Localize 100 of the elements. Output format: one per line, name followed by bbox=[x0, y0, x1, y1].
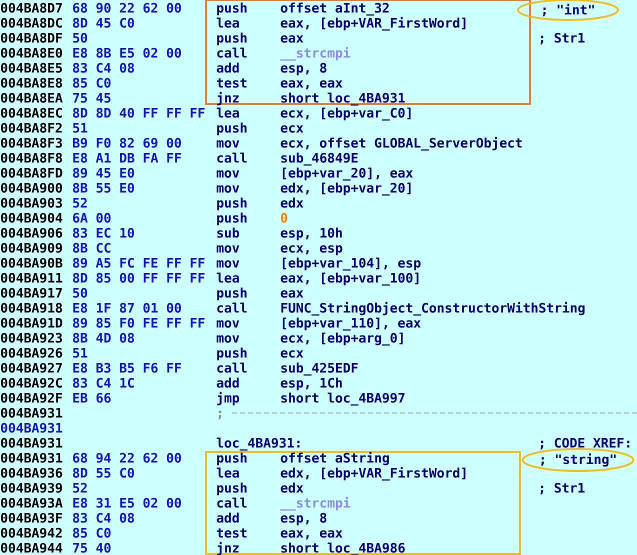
operand-text: eax, [ebp+VAR_FirstWord] bbox=[280, 16, 466, 31]
mnemonic-text: mov bbox=[216, 260, 240, 268]
operand-text: edx bbox=[280, 482, 304, 493]
mnemonic-text: jnz bbox=[217, 542, 239, 555]
operand-text: esp, 10h bbox=[280, 228, 342, 240]
mnemonic-text: mov bbox=[216, 170, 240, 178]
mnemonic-text: call bbox=[217, 362, 247, 373]
opcode-bytes: 75 40 bbox=[73, 542, 111, 553]
operand-text: [ebp+var_110], eax bbox=[282, 318, 421, 331]
address-text: 004BA93A bbox=[0, 498, 63, 508]
mnemonic-text: jmp bbox=[217, 392, 240, 406]
opcode-bytes: 89 45 E0 bbox=[73, 168, 134, 178]
address-text: 004BA8FD bbox=[0, 168, 62, 178]
mnemonic-text: push bbox=[217, 452, 246, 466]
opcode-bytes: E8 A1 DB FA FF bbox=[73, 152, 181, 163]
address-text: 004BA8D7 bbox=[0, 2, 62, 13]
opcode-bytes: 83 C4 1C bbox=[73, 378, 134, 388]
address-text: 004BA8F3 bbox=[0, 138, 62, 148]
mnemonic-text: lea bbox=[216, 272, 239, 283]
address-text: 004BA8EC bbox=[0, 108, 62, 118]
mnemonic-text: mov bbox=[216, 320, 240, 328]
address-text: 004BA944 bbox=[0, 542, 62, 553]
address-text: 004BA936 bbox=[0, 468, 62, 478]
address-text: 004BA942 bbox=[0, 528, 62, 538]
highlight-box bbox=[205, 0, 531, 105]
operand-text: ecx, [ebp+arg_0] bbox=[280, 332, 403, 346]
mnemonic-text: test bbox=[216, 78, 246, 88]
mnemonic-text: lea bbox=[216, 18, 239, 28]
mnemonic-text: push bbox=[217, 212, 246, 226]
opcode-bytes: E8 8B E5 02 00 bbox=[73, 48, 181, 58]
separator-text: ; bbox=[218, 410, 222, 420]
operand-text: eax, [ebp+var_100] bbox=[280, 272, 418, 286]
operand-text: offset aString bbox=[280, 452, 389, 466]
opcode-bytes: 8D 55 C0 bbox=[73, 468, 134, 478]
opcode-bytes: E8 B3 B5 F6 FF bbox=[73, 362, 181, 373]
opcode-bytes: 8B 55 E0 bbox=[73, 182, 134, 193]
address-text: 004BA91D bbox=[0, 318, 62, 328]
operand-text: ecx bbox=[280, 350, 304, 358]
address-text: 004BA8DF bbox=[0, 32, 62, 43]
opcode-bytes: 83 C4 08 bbox=[73, 512, 134, 523]
operand-text: esp, 8 bbox=[280, 62, 326, 76]
mnemonic-text: add bbox=[216, 62, 239, 73]
mnemonic-text: jnz bbox=[217, 92, 239, 106]
operand-text: short loc_4BA931 bbox=[281, 92, 405, 106]
address-text: 004BA93F bbox=[0, 512, 62, 523]
opcode-bytes: B9 F0 82 69 00 bbox=[73, 138, 181, 148]
opcode-bytes: 85 C0 bbox=[73, 78, 111, 88]
opcode-bytes: 83 EC 10 bbox=[73, 228, 134, 238]
opcode-bytes: 51 bbox=[73, 348, 88, 358]
address-text: 004BA923 bbox=[0, 332, 62, 343]
operand-text: esp, 1Ch bbox=[280, 378, 342, 390]
address-text: 004BA92F bbox=[0, 392, 62, 403]
mnemonic-text: call bbox=[217, 48, 247, 58]
opcode-bytes: 50 bbox=[73, 32, 88, 43]
opcode-bytes: 50 bbox=[73, 288, 88, 298]
address-text: 004BA8E5 bbox=[0, 62, 62, 73]
address-text: 004BA8E8 bbox=[0, 78, 62, 88]
opcode-bytes: 8D 45 C0 bbox=[73, 18, 134, 28]
opcode-bytes: 52 bbox=[73, 482, 87, 493]
opcode-bytes: 68 94 22 62 00 bbox=[73, 452, 181, 463]
opcode-bytes: 68 90 22 62 00 bbox=[73, 2, 181, 13]
mnemonic-text: lea bbox=[216, 468, 239, 478]
operand-text: ecx, esp bbox=[280, 245, 342, 256]
operand-text: edx, [ebp+var_20] bbox=[280, 182, 411, 196]
operand-text: offset aInt_32 bbox=[280, 2, 389, 16]
mnemonic-text: add bbox=[216, 512, 239, 523]
mnemonic-text: call bbox=[217, 152, 247, 163]
operand-text: ecx bbox=[280, 125, 304, 133]
mnemonic-text: call bbox=[217, 302, 247, 313]
opcode-bytes: 75 45 bbox=[73, 93, 110, 103]
opcode-bytes: 8B 4D 08 bbox=[73, 332, 134, 343]
operand-text: __strcmpi bbox=[280, 496, 350, 511]
address-text: 004BA8F2 bbox=[0, 122, 62, 133]
address-text: 004BA927 bbox=[0, 362, 62, 373]
address-text: 004BA903 bbox=[0, 198, 62, 208]
mnemonic-text: push bbox=[217, 288, 246, 300]
operand-text: 0 bbox=[281, 212, 288, 223]
address-text: 004BA8EA bbox=[0, 92, 63, 103]
comment-text: ; CODE XREF: bbox=[540, 438, 630, 450]
mnemonic-text: mov bbox=[216, 185, 240, 193]
address-text: 004BA931 bbox=[0, 408, 62, 418]
address-text: 004BA926 bbox=[0, 348, 62, 358]
operand-text: sub_425EDF bbox=[281, 362, 358, 376]
mnemonic-text: push bbox=[217, 2, 246, 16]
address-text: 004BA904 bbox=[0, 212, 62, 223]
operand-text: eax bbox=[280, 290, 304, 298]
opcode-bytes: 8D 8D 40 FF FF FF bbox=[73, 108, 204, 118]
operand-text: [ebp+var_104], esp bbox=[282, 258, 420, 271]
operand-text: FUNC_StringObject_ConstructorWithString bbox=[281, 302, 585, 316]
address-text: 004BA939 bbox=[0, 482, 62, 493]
address-text: 004BA909 bbox=[0, 242, 62, 253]
opcode-bytes: 51 bbox=[73, 123, 88, 133]
address-text: 004BA917 bbox=[0, 288, 62, 298]
operand-text: sub_46849E bbox=[281, 152, 358, 166]
mnemonic-text: test bbox=[216, 528, 246, 538]
address-text: 004BA911 bbox=[0, 272, 62, 283]
operand-text: __strcmpi bbox=[280, 46, 350, 61]
opcode-bytes: E8 1F 87 01 00 bbox=[73, 302, 181, 313]
mnemonic-text: mov bbox=[216, 140, 240, 148]
opcode-bytes: 85 C0 bbox=[73, 528, 111, 538]
